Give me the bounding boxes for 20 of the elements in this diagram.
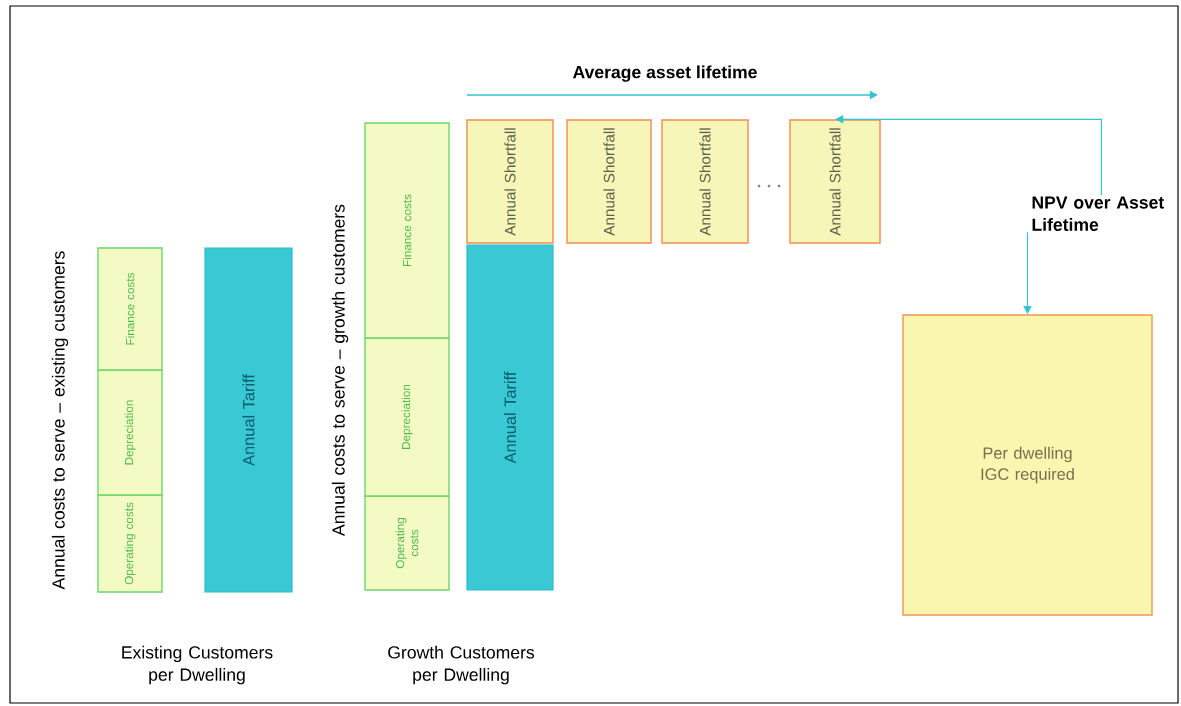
axis-label: Annual costs to serve – existing customers [51, 251, 69, 590]
cost-segment-box: Depreciation [97, 369, 163, 496]
group-label: Existing Customers per Dwelling [122, 645, 273, 685]
arrow-label: Average asset lifetime [573, 65, 757, 82]
tariff-bar: Annual Tariff [204, 247, 293, 593]
cost-segment-box: Finance costs [97, 247, 163, 371]
npv-label: NPV over Asset Lifetime [1032, 196, 1164, 231]
cost-segment-box: Finance costs [364, 122, 450, 339]
tariff-bar: Annual Tariff [466, 244, 554, 591]
shortfall-box: Annual Shortfall [789, 119, 881, 244]
shortfall-box: Annual Shortfall [566, 119, 652, 244]
cost-segment-box: Operating costs [97, 494, 163, 593]
axis-label: Annual costs to serve – growth customers [331, 204, 349, 536]
shortfall-box: Annual Shortfall [466, 119, 554, 244]
shortfall-box: Annual Shortfall [661, 119, 749, 244]
cost-segment-box: Operating costs [364, 495, 450, 591]
igc-box: Per dwelling IGC required [902, 314, 1153, 616]
cost-segment-box: Depreciation [364, 337, 450, 497]
group-label: Growth Customers per Dwelling [388, 645, 535, 685]
arrow [835, 115, 1102, 196]
